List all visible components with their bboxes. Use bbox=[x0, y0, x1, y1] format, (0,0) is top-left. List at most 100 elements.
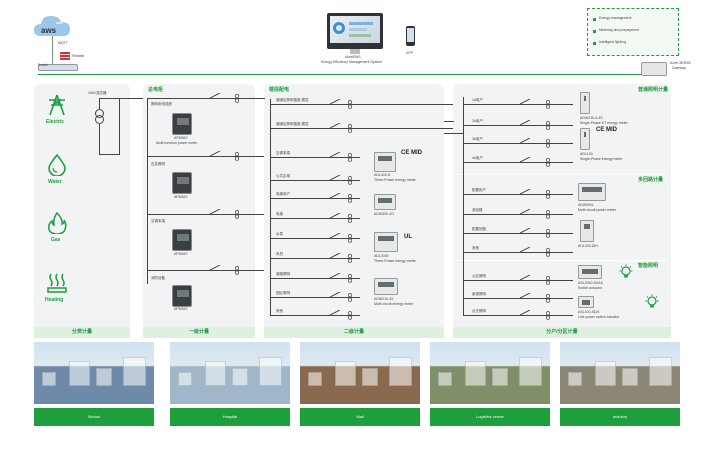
branch-line bbox=[270, 104, 454, 105]
breaker-switch-icon bbox=[520, 189, 530, 195]
section-divider bbox=[457, 260, 667, 261]
ems-title: AcrelEMS bbox=[345, 55, 361, 59]
current-transformer-icon bbox=[546, 294, 550, 303]
branch-line bbox=[147, 156, 265, 157]
scenario-caption: Mall bbox=[300, 408, 420, 426]
meter-model: APM520 bbox=[174, 136, 188, 140]
building-shape bbox=[232, 368, 248, 386]
building-shape bbox=[595, 361, 616, 386]
light-bulb-icon bbox=[619, 264, 633, 278]
firewall-icon bbox=[60, 52, 70, 60]
section-header: 普通照明计量 bbox=[638, 87, 669, 93]
current-transformer-icon bbox=[348, 153, 352, 162]
current-transformer-icon bbox=[235, 152, 239, 161]
meter-desc: Switch actuator bbox=[578, 286, 602, 290]
branch-line bbox=[270, 258, 360, 259]
branch-label: 空调末端 bbox=[151, 219, 165, 223]
branch-line bbox=[270, 157, 360, 158]
branch-line bbox=[463, 214, 573, 215]
branch-line bbox=[270, 128, 454, 129]
power-meter-device bbox=[172, 229, 192, 251]
building-shape bbox=[96, 368, 112, 386]
utility-panel-footer: 分类计量 bbox=[34, 327, 130, 338]
branch-label: 4#用户 bbox=[472, 156, 483, 160]
breaker-switch-icon bbox=[520, 209, 530, 215]
floor-distribution-footer: 二级计量 bbox=[264, 327, 444, 338]
branch-line bbox=[463, 315, 573, 316]
branch-line bbox=[270, 198, 360, 199]
branch-label: 应急照明 bbox=[151, 162, 165, 166]
branch-label: 配置用户 bbox=[472, 188, 486, 192]
current-transformer-icon bbox=[546, 121, 550, 130]
current-transformer-icon bbox=[348, 214, 352, 223]
branch-label: 多回路 bbox=[472, 208, 483, 212]
current-transformer-icon bbox=[348, 311, 352, 320]
current-transformer-icon bbox=[546, 311, 550, 320]
branch-label: 水泵 bbox=[276, 232, 283, 236]
branch-label: 其他 bbox=[276, 309, 283, 313]
branch-label: 1#用户 bbox=[472, 98, 483, 102]
feeder-wire bbox=[444, 133, 464, 134]
branch-line bbox=[463, 298, 573, 299]
power-meter-device bbox=[172, 172, 192, 194]
feeder-wire bbox=[444, 121, 454, 122]
building-shape bbox=[492, 368, 508, 386]
meter-model: ASL100-SD/4 bbox=[578, 310, 600, 314]
household-footer: 分户/分区计量 bbox=[453, 327, 671, 338]
three-phase-meter-device bbox=[374, 152, 396, 172]
phone-icon bbox=[406, 26, 415, 46]
branch-label: 公共区域 bbox=[276, 174, 290, 178]
current-transformer-icon bbox=[546, 158, 550, 167]
section-header: 多回路计量 bbox=[638, 177, 664, 183]
power-meter-device bbox=[172, 285, 192, 307]
utility-water-label: Water bbox=[48, 179, 62, 185]
breaker-switch-icon bbox=[520, 99, 530, 105]
current-transformer-icon bbox=[546, 190, 550, 199]
ems-subtitle: Energy Efficiency Management System bbox=[321, 60, 383, 64]
meter-desc: Multi circuit power meter bbox=[578, 208, 616, 212]
transformer-bottom-coil bbox=[95, 115, 104, 124]
current-transformer-icon bbox=[348, 100, 352, 109]
building-shape bbox=[123, 357, 146, 386]
branch-label: 通道区照明插座-楼层 bbox=[276, 122, 309, 126]
switch-actuator-device bbox=[578, 265, 602, 279]
branch-label: 配置回路 bbox=[472, 227, 486, 231]
breaker-switch-icon bbox=[210, 209, 220, 215]
branch-label: 其他 bbox=[472, 246, 479, 250]
branch-line bbox=[147, 214, 265, 215]
branch-label: 景观照明 bbox=[472, 292, 486, 296]
scenario-caption: Industry bbox=[560, 408, 680, 426]
utility-electric-label: Electric bbox=[46, 119, 65, 125]
meter-model: ADL400-D bbox=[374, 173, 391, 177]
feature-item: Metering and prepayment bbox=[599, 28, 639, 32]
multi-circuit-meter-device bbox=[374, 278, 398, 295]
water-drop-icon bbox=[48, 154, 66, 176]
meter-desc: Multi circuit energy meter bbox=[374, 302, 414, 306]
feed-wire bbox=[99, 98, 100, 109]
switch-icon bbox=[38, 64, 78, 71]
branch-label: 照明用电插座 bbox=[151, 102, 172, 106]
current-transformer-icon bbox=[348, 274, 352, 283]
building-shape bbox=[649, 357, 672, 386]
network-bus bbox=[38, 74, 641, 75]
meter-model: ADL3000 bbox=[374, 254, 389, 258]
building-shape bbox=[362, 368, 378, 386]
mqtt-label: MQTT bbox=[58, 41, 68, 45]
floor-bus bbox=[270, 99, 271, 315]
breaker-switch-icon bbox=[520, 138, 530, 144]
electric-pylon-icon bbox=[49, 94, 65, 116]
meter-model: ADW300-4G bbox=[374, 212, 394, 216]
utility-heating-label: Heating bbox=[45, 297, 64, 303]
mid-badge: CE MID bbox=[401, 150, 422, 156]
branch-label: 公区照明 bbox=[472, 274, 486, 278]
building-shape bbox=[465, 361, 486, 386]
scenario-photo bbox=[34, 342, 154, 404]
feed-wire bbox=[99, 124, 100, 154]
breaker-switch-icon bbox=[330, 233, 340, 239]
meter-desc: Multi-function power meter bbox=[156, 141, 198, 145]
branch-line bbox=[270, 238, 360, 239]
main-cabinet-footer: 一级计量 bbox=[143, 327, 255, 338]
floor-distribution-header: 楼层配电 bbox=[269, 87, 290, 93]
branch-label: 消防设备 bbox=[151, 276, 165, 280]
current-transformer-icon bbox=[235, 210, 239, 219]
